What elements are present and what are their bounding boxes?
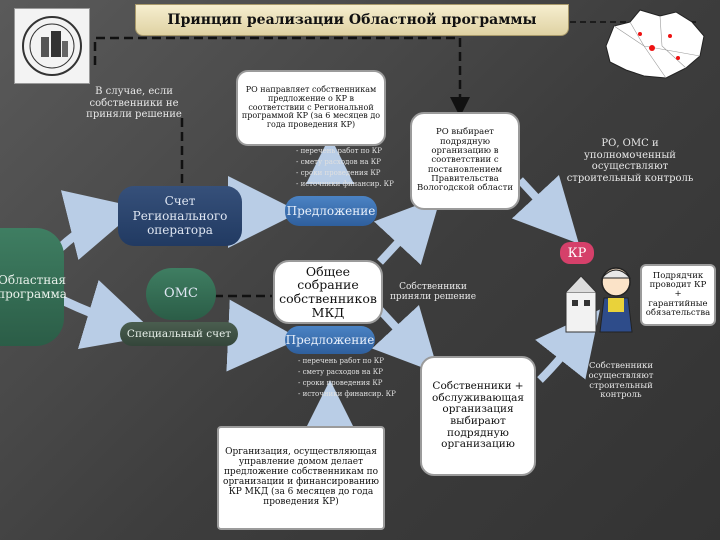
general-meeting-box: Общее собрание собственников МКД [273,260,383,324]
list-item: - перечень работ по КР [296,147,382,155]
list-item: - смету расходов на КР [296,157,381,166]
arrow-meeting-to-ro [373,196,441,265]
contractor-box: Подрядчик проводит КР + гарантийные обяз… [640,264,716,326]
list-item: - сроки проведения КР [296,168,381,177]
ro-sends-proposal-box: РО направляет собственникам предложение … [236,70,386,146]
list-item: - источники финансир. КР [296,179,394,188]
note-owners-control: Собственники осуществляют строительный к… [588,361,654,401]
list-item: - смету расходов на КР [298,367,383,376]
note-no-decision: В случае, если собственники не приняли р… [86,86,182,120]
note-ro-control: РО, ОМС и уполномоченный осуществляют ст… [566,138,694,184]
proposal-top-node: Предложение [285,196,377,226]
kr-badge: КР [560,242,594,264]
arrow-special-to-proposal [226,299,300,372]
proposal-bottom-node: Предложение [285,326,375,354]
dashed-connector-top [93,36,470,117]
note-owners-decided: Собственники приняли решение [389,282,477,303]
oms-node: ОМС [146,268,216,320]
arrow-ro-to-kr [511,175,579,244]
arrow-program-to-account [56,190,140,261]
emblem-building-icon [14,8,90,84]
region-map-icon [600,6,712,84]
page-title: Принцип реализации Областной программы [135,4,569,36]
special-account-node: Специальный счет [120,322,238,346]
management-org-box: Организация, осуществляющая управление д… [217,426,385,530]
list-item: - сроки проведения КР [298,378,383,387]
construction-worker-icon [560,252,644,338]
ro-selects-contractor-box: РО выбирает подрядную организацию в соот… [410,112,520,210]
list-item: - перечень работ по КР [298,357,384,365]
proposal-items-top: - перечень работ по КР - смету расходов … [296,146,416,189]
list-item: - источники финансир. КР [298,389,396,398]
regional-account-node: Счет Регионального оператора [118,186,242,246]
proposal-items-bottom: - перечень работ по КР - смету расходов … [298,356,418,399]
arrow-meeting-to-owners [371,305,439,374]
regional-program-node: Областная программа [0,228,67,346]
owners-service-org-box: Собственники + обслуживающая организация… [420,356,536,476]
